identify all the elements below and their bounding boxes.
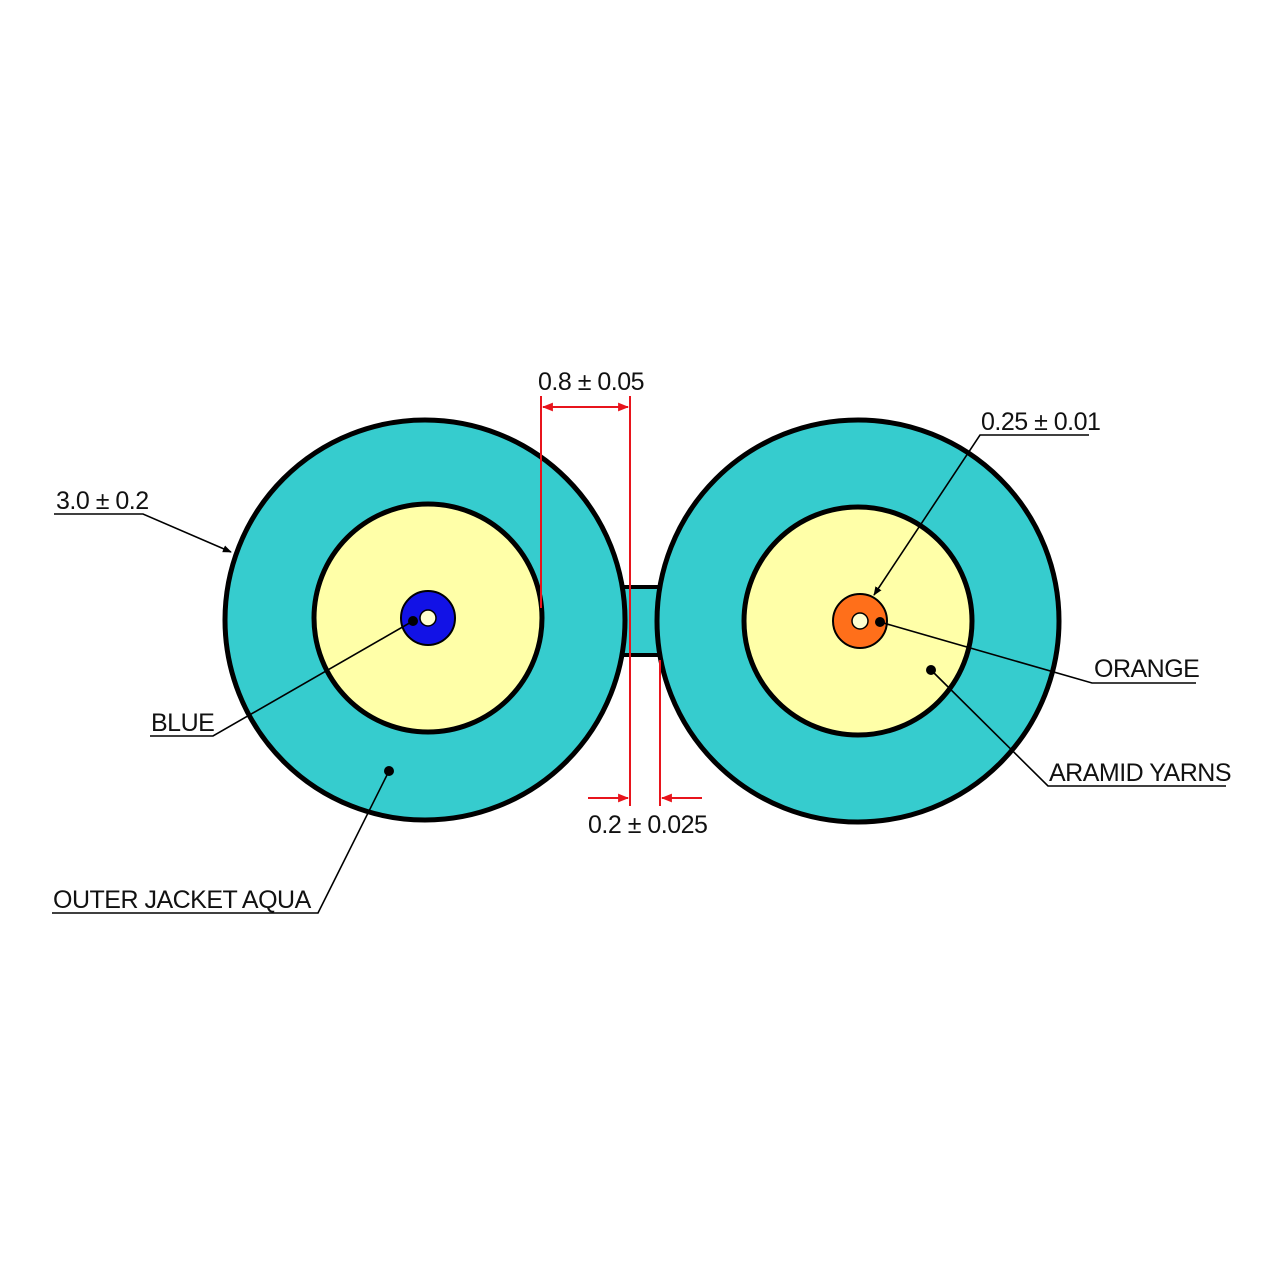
leader-blue (150, 616, 418, 737)
left-subunit (222, 417, 628, 823)
right-subunit (654, 417, 1062, 825)
leader-outer-jacket (52, 766, 394, 914)
label-aramid-yarns: ARAMID YARNS (1049, 759, 1231, 787)
label-aramid-gap: 0.8 ± 0.05 (538, 368, 644, 396)
leader-fiber-diameter (873, 434, 1089, 596)
orange-fiber-core (851, 612, 869, 630)
leader-orange (875, 617, 1196, 684)
label-outer-diameter: 3.0 ± 0.2 (56, 487, 149, 515)
leader-aramid (926, 665, 1226, 787)
label-blue: BLUE (151, 709, 214, 737)
label-fiber-diameter: 0.25 ± 0.01 (981, 408, 1100, 436)
blue-fiber-core (419, 609, 437, 627)
leader-outer-diameter (54, 513, 232, 553)
label-outer-jacket: OUTER JACKET AQUA (53, 886, 312, 914)
label-web-thickness: 0.2 ± 0.025 (588, 811, 707, 839)
dimension-aramid-gap (540, 396, 631, 806)
label-orange: ORANGE (1094, 655, 1199, 683)
dimension-web-thickness (588, 660, 702, 806)
